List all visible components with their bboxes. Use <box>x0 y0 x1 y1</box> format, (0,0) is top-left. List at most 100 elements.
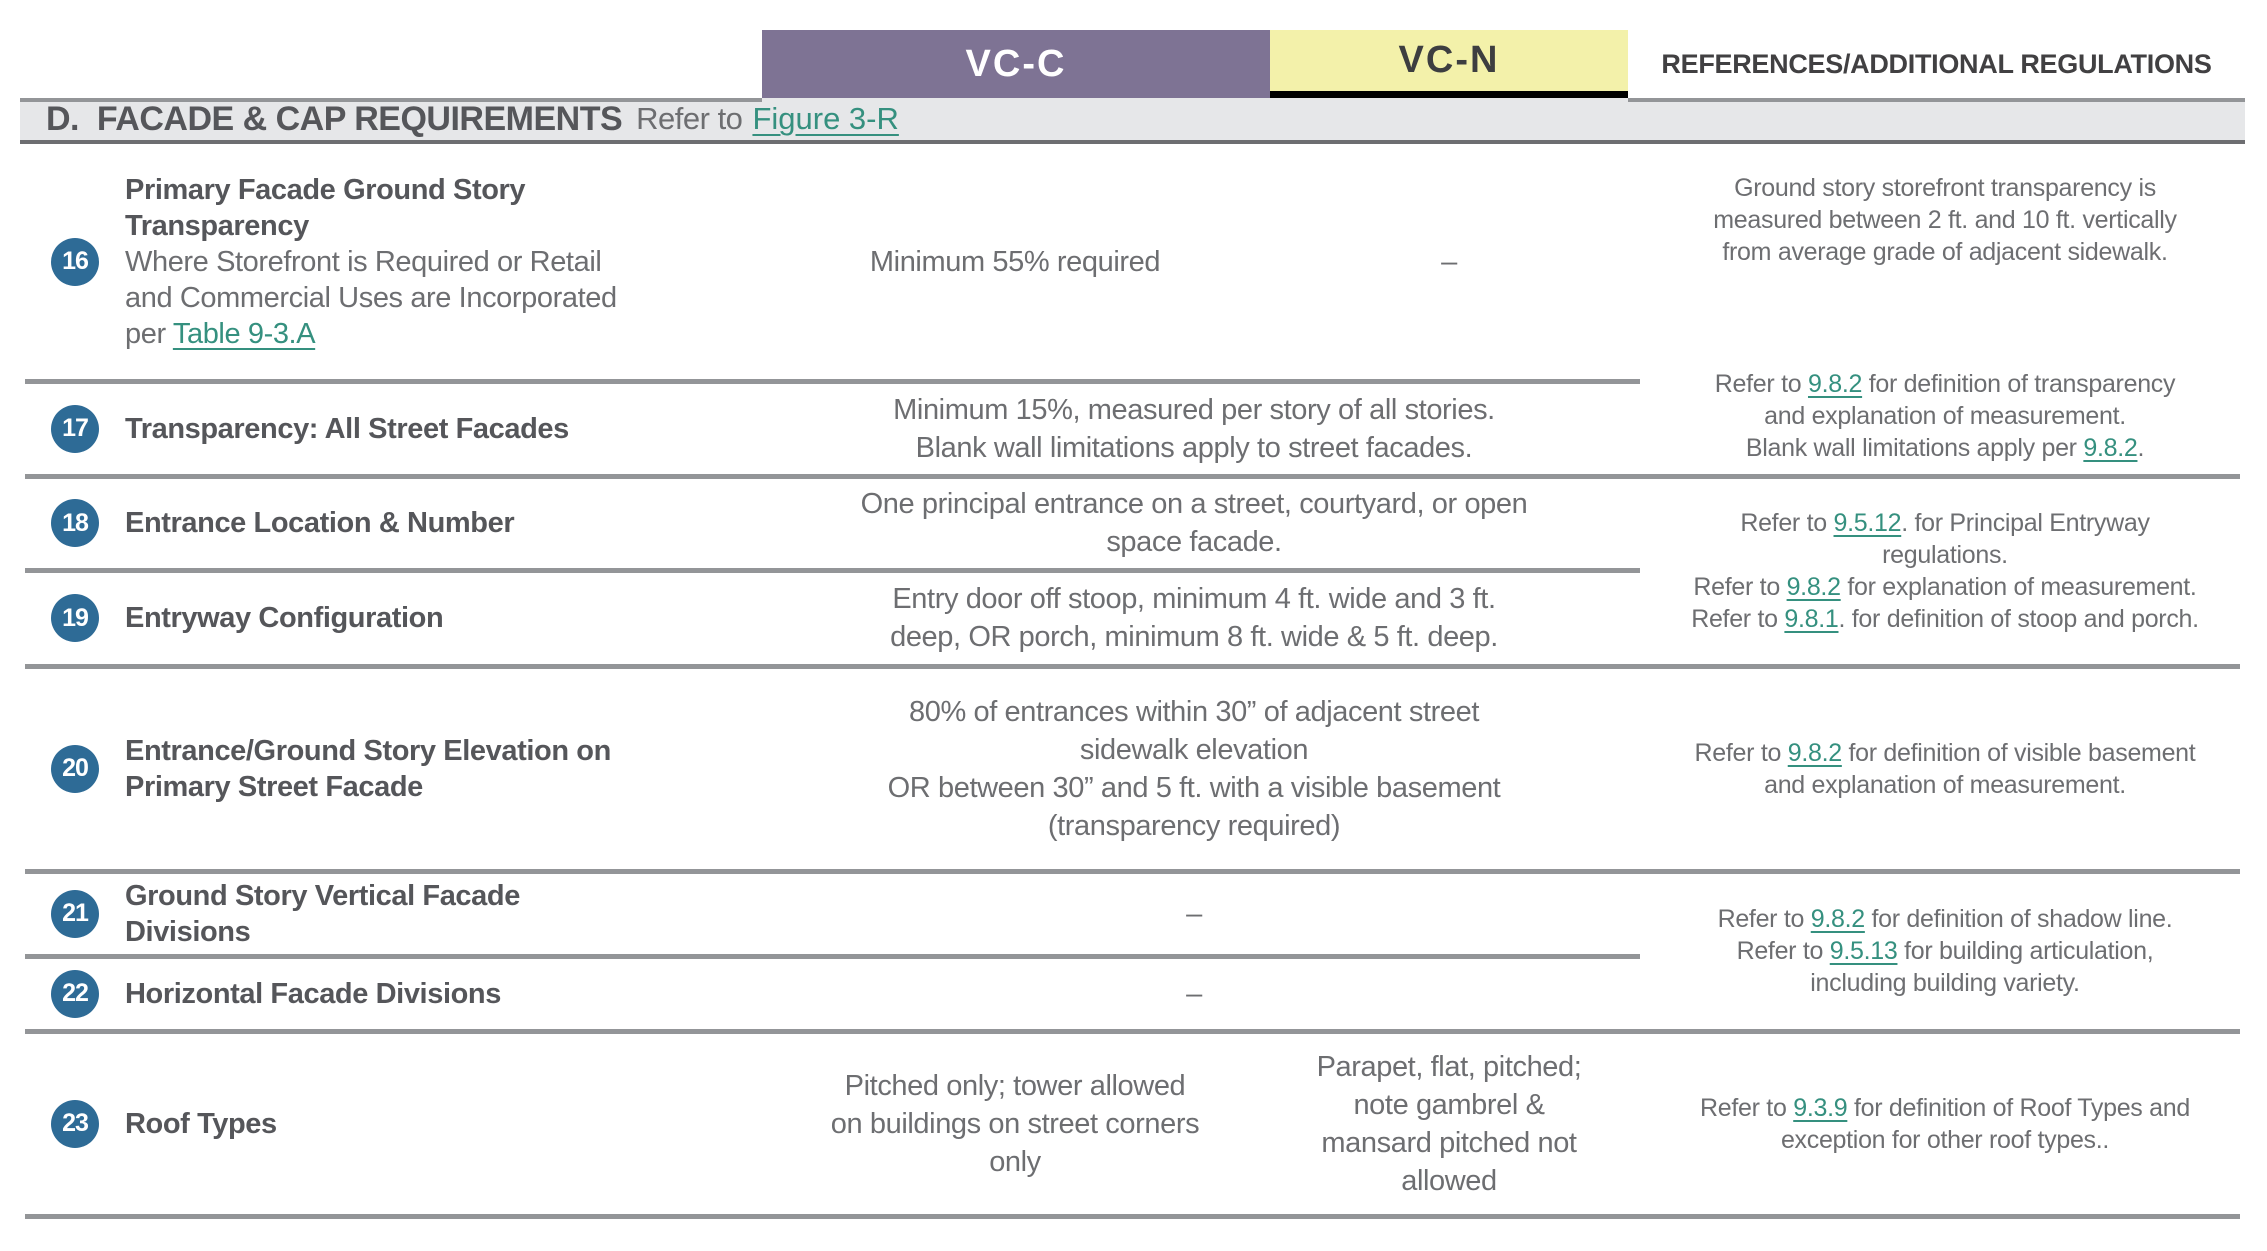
link-9-8-2-divisions[interactable]: 9.8.2 <box>1810 905 1865 933</box>
link-9-8-2-transparency-b[interactable]: 9.8.2 <box>2083 434 2138 462</box>
row-19-merged-cell: Entry door off stoop, minimum 4 ft. wide… <box>760 570 1628 666</box>
table-9-3a-link[interactable]: Table 9-3.A <box>172 317 316 350</box>
ref-text: for definition of Roof Types and excepti… <box>1780 1093 2190 1154</box>
ref-text: Refer to <box>1694 738 1788 767</box>
ref-note-storefront-transparency: Ground story storefront transparency is … <box>1713 174 2177 266</box>
ref-cell-row-20: Refer to 9.8.2 for definition of visible… <box>1650 666 2240 871</box>
link-9-8-1[interactable]: 9.8.1 <box>1784 605 1839 633</box>
ref-text: Refer to <box>1714 370 1808 398</box>
row-23-vcc-cell: Pitched only; tower allowed on buildings… <box>760 1031 1270 1216</box>
row-16-vcn-value: – <box>1441 245 1457 278</box>
ref-text: . for Principal Entryway regulations. Re… <box>1693 509 2150 601</box>
ref-para-divisions: Refer to 9.8.2 for definition of shadow … <box>1718 903 2173 999</box>
row-22-merged-cell: – <box>760 956 1628 1031</box>
row-23-vcn-value: Parapet, flat, pitched; note gambrel & m… <box>1316 1050 1582 1197</box>
ref-text: Refer to <box>1700 1093 1794 1122</box>
row-23-badge-cell: 23 <box>25 1031 125 1216</box>
row-22-title: Horizontal Facade Divisions <box>125 977 501 1010</box>
ref-para-roof-types: Refer to 9.3.9 for definition of Roof Ty… <box>1700 1092 2190 1156</box>
row-19-value: Entry door off stoop, minimum 4 ft. wide… <box>890 583 1498 653</box>
row-divider <box>25 474 2240 479</box>
ref-text: for definition of visible basement and e… <box>1764 738 2196 799</box>
row-divider <box>25 568 1640 573</box>
ref-para-transparency: Refer to 9.8.2 for definition of transpa… <box>1714 368 2176 464</box>
link-9-5-13[interactable]: 9.5.13 <box>1829 937 1898 965</box>
row-16-vcc-cell: Minimum 55% required <box>760 142 1270 381</box>
row-19-title: Entryway Configuration <box>125 602 444 634</box>
row-17-merged-cell: Minimum 15%, measured per story of all s… <box>760 381 1628 476</box>
badge-22: 22 <box>51 969 99 1018</box>
row-18-value: One principal entrance on a street, cour… <box>860 488 1528 558</box>
section-refer-text: Refer to <box>636 101 743 136</box>
row-18-title: Entrance Location & Number <box>125 507 515 539</box>
ref-para-entryway: Refer to 9.5.12. for Principal Entryway … <box>1691 507 2199 635</box>
badge-16: 16 <box>51 237 99 286</box>
ref-text: for explanation of measurement. Refer to <box>1691 573 2197 633</box>
ref-cell-rows-18-19: Refer to 9.5.12. for Principal Entryway … <box>1650 476 2240 666</box>
row-21-merged-cell: – <box>760 871 1628 956</box>
row-23-title: Roof Types <box>125 1107 277 1140</box>
row-divider <box>25 954 1640 959</box>
link-9-3-9[interactable]: 9.3.9 <box>1793 1093 1848 1122</box>
row-20-merged-cell: 80% of entrances within 30” of adjacent … <box>760 666 1628 871</box>
ref-text: . for definition of stoop and porch. <box>1838 605 2200 633</box>
row-divider <box>25 664 2240 669</box>
header-top-rule-left <box>20 98 762 102</box>
row-16-vcc-value: Minimum 55% required <box>869 245 1161 278</box>
link-9-8-2-entry[interactable]: 9.8.2 <box>1786 573 1841 601</box>
row-divider <box>25 869 2240 874</box>
section-title: D. FACADE & CAP REQUIREMENTS <box>46 99 623 138</box>
column-header-vcn: VC-N <box>1270 30 1628 98</box>
row-16-title: Primary Facade Ground Story Transparency <box>125 173 526 242</box>
section-header-bar: D. FACADE & CAP REQUIREMENTS Refer to Figu… <box>20 98 2245 144</box>
row-17-label: Transparency: All Street Facades <box>125 381 760 476</box>
row-divider <box>25 1029 2240 1034</box>
row-18-badge-cell: 18 <box>25 476 125 570</box>
row-21-title: Ground Story Vertical Facade Divisions <box>125 879 520 948</box>
row-22-value: – <box>1186 977 1202 1010</box>
row-20-badge-cell: 20 <box>25 666 125 871</box>
ref-text: . <box>2137 434 2145 462</box>
column-header-references: REFERENCES/ADDITIONAL REGULATIONS <box>1628 30 2245 98</box>
row-16-label: Primary Facade Ground Story Transparency… <box>125 142 760 381</box>
row-20-label: Entrance/Ground Story Elevation on Prima… <box>125 666 760 871</box>
ref-text: Refer to <box>1717 905 1811 933</box>
row-23-vcn-cell: Parapet, flat, pitched; note gambrel & m… <box>1270 1031 1628 1216</box>
ref-cell-rows-21-22: Refer to 9.8.2 for definition of shadow … <box>1650 871 2240 1031</box>
table-body: 16 Primary Facade Ground Story Transpare… <box>0 142 2240 1216</box>
badge-23: 23 <box>51 1099 99 1148</box>
figure-3r-link[interactable]: Figure 3-R <box>752 101 899 136</box>
row-23-vcc-value: Pitched only; tower allowed on buildings… <box>830 1069 1200 1178</box>
badge-19: 19 <box>51 594 99 642</box>
link-9-5-12[interactable]: 9.5.12 <box>1833 509 1902 537</box>
badge-20: 20 <box>51 744 99 793</box>
badge-21: 21 <box>51 889 99 938</box>
ref-text: Refer to <box>1740 509 1834 537</box>
row-19-badge-cell: 19 <box>25 570 125 666</box>
badge-17: 17 <box>51 404 99 453</box>
row-18-label: Entrance Location & Number <box>125 476 760 570</box>
row-21-badge-cell: 21 <box>25 871 125 956</box>
row-16-subtitle-text: Where Storefront is Required or Retail a… <box>125 245 617 350</box>
row-20-title: Entrance/Ground Story Elevation on Prima… <box>125 734 611 803</box>
row-17-badge-cell: 17 <box>25 381 125 476</box>
row-21-value: – <box>1186 897 1202 930</box>
row-21-label: Ground Story Vertical Facade Divisions <box>125 871 760 956</box>
ref-text: for definition of transparency and expla… <box>1745 370 2176 462</box>
row-17-title: Transparency: All Street Facades <box>125 412 569 445</box>
ref-text: for definition of shadow line. Refer to <box>1736 905 2173 965</box>
row-17-value: Minimum 15%, measured per story of all s… <box>893 393 1495 464</box>
row-23-label: Roof Types <box>125 1031 760 1216</box>
link-9-8-2-elevation[interactable]: 9.8.2 <box>1787 738 1842 767</box>
link-9-8-2-transparency-a[interactable]: 9.8.2 <box>1807 370 1863 398</box>
ref-cell-row-23: Refer to 9.3.9 for definition of Roof Ty… <box>1650 1031 2240 1216</box>
row-18-merged-cell: One principal entrance on a street, cour… <box>760 476 1628 570</box>
ref-cell-rows-16-17: Ground story storefront transparency is … <box>1650 142 2240 476</box>
row-20-value: 80% of entrances within 30” of adjacent … <box>887 695 1501 842</box>
row-divider <box>25 379 1640 384</box>
badge-18: 18 <box>51 499 99 547</box>
column-header-vcc: VC-C <box>762 30 1270 98</box>
ref-para-elevation: Refer to 9.8.2 for definition of visible… <box>1695 737 2196 801</box>
row-22-label: Horizontal Facade Divisions <box>125 956 760 1031</box>
